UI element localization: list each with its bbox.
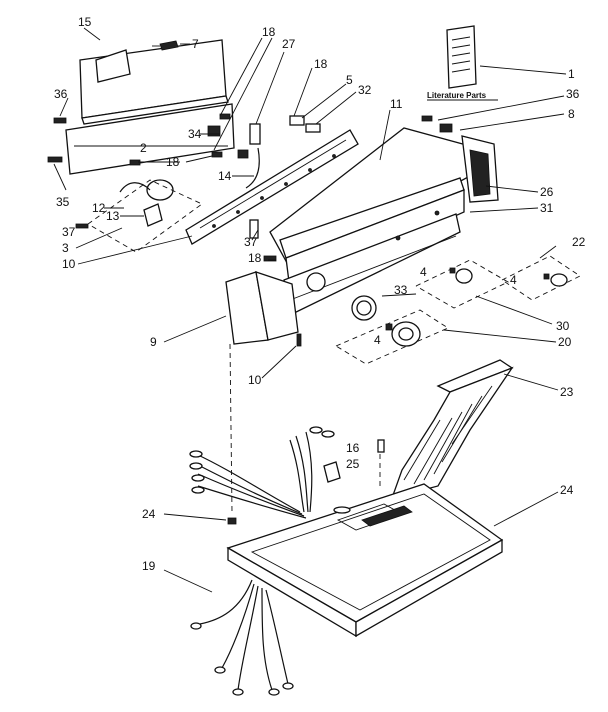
callout-30: 30 bbox=[556, 319, 570, 333]
control-bracket bbox=[185, 129, 359, 245]
literature-parts-label: Literature Parts bbox=[427, 91, 487, 100]
callout-11: 11 bbox=[390, 97, 403, 111]
callout-18b: 18 bbox=[314, 57, 328, 71]
callout-37-right: 37 bbox=[244, 235, 258, 249]
callout-27: 27 bbox=[282, 37, 296, 51]
literature-booklet bbox=[446, 25, 477, 89]
screw-35 bbox=[47, 156, 63, 163]
lower-wire-harness bbox=[190, 579, 294, 696]
callout-24: 24 bbox=[560, 483, 574, 497]
part-16 bbox=[323, 461, 341, 483]
callout-7: 8 bbox=[568, 107, 575, 121]
callout-13: 13 bbox=[106, 209, 120, 223]
callout-8: 9 bbox=[150, 335, 157, 349]
callout-25: 25 bbox=[346, 457, 360, 471]
part-25 bbox=[377, 439, 385, 453]
part-23 bbox=[227, 517, 237, 525]
knob-20 bbox=[385, 321, 421, 347]
screw-10 bbox=[296, 333, 302, 347]
callout-15: 15 bbox=[78, 15, 92, 29]
callout-labels: 15 7 18 27 18 5 32 11 1 36 8 36 34 2 18 … bbox=[54, 15, 586, 573]
console-back-panel bbox=[65, 39, 235, 175]
knob-21 bbox=[543, 273, 568, 287]
part-7 bbox=[439, 123, 453, 133]
part-37-right bbox=[249, 219, 259, 239]
callout-16: 16 bbox=[346, 441, 360, 455]
knob-30 bbox=[449, 267, 473, 284]
callout-31: 31 bbox=[540, 201, 554, 215]
callout-4c: 4 bbox=[374, 333, 381, 347]
callout-2: 2 bbox=[140, 141, 147, 155]
callout-6: 7 bbox=[192, 37, 199, 51]
callout-18d: 18 bbox=[248, 251, 262, 265]
callout-9: 10 bbox=[62, 257, 76, 271]
part-31b bbox=[395, 235, 401, 241]
callout-20: 20 bbox=[558, 335, 572, 349]
callout-10: 10 bbox=[248, 373, 262, 387]
callout-36-right: 36 bbox=[566, 87, 580, 101]
screw-36-right bbox=[421, 115, 433, 122]
callout-32: 32 bbox=[358, 83, 372, 97]
bracket-clips bbox=[129, 113, 321, 166]
callout-4a: 4 bbox=[420, 265, 427, 279]
screw-18-console bbox=[263, 255, 277, 262]
top-panel-24 bbox=[226, 483, 504, 638]
lint-duct-22 bbox=[390, 359, 514, 499]
callout-4b: 4 bbox=[510, 273, 517, 287]
screw-36-left bbox=[53, 117, 67, 124]
console-body bbox=[269, 127, 471, 317]
callout-34: 33 bbox=[394, 283, 408, 297]
console-side-bracket-8 bbox=[225, 271, 299, 345]
callout-18a: 18 bbox=[262, 25, 276, 39]
upper-wire-harness bbox=[189, 426, 335, 519]
screw-37-left bbox=[75, 223, 89, 229]
callout-14: 14 bbox=[218, 169, 232, 183]
leader-lines bbox=[53, 27, 567, 593]
callout-37-left: 37 bbox=[62, 225, 76, 239]
part-31 bbox=[434, 210, 440, 216]
knob-34 bbox=[351, 295, 377, 321]
callout-1: 1 bbox=[568, 67, 575, 81]
console-end-cap bbox=[461, 135, 499, 203]
screw-6 bbox=[152, 40, 179, 51]
callout-21: 22 bbox=[572, 235, 586, 249]
callout-33: 34 bbox=[188, 127, 202, 141]
callout-12: 12 bbox=[92, 201, 106, 215]
timer-assembly bbox=[119, 179, 174, 227]
callout-18c: 18 bbox=[166, 155, 180, 169]
callout-5: 5 bbox=[346, 73, 353, 87]
callout-19: 19 bbox=[142, 559, 156, 573]
callout-22: 23 bbox=[560, 385, 574, 399]
callout-36-left: 36 bbox=[54, 87, 68, 101]
callout-35: 35 bbox=[56, 195, 70, 209]
callout-23: 24 bbox=[142, 507, 156, 521]
callout-26: 26 bbox=[540, 185, 554, 199]
callout-3: 3 bbox=[62, 241, 69, 255]
